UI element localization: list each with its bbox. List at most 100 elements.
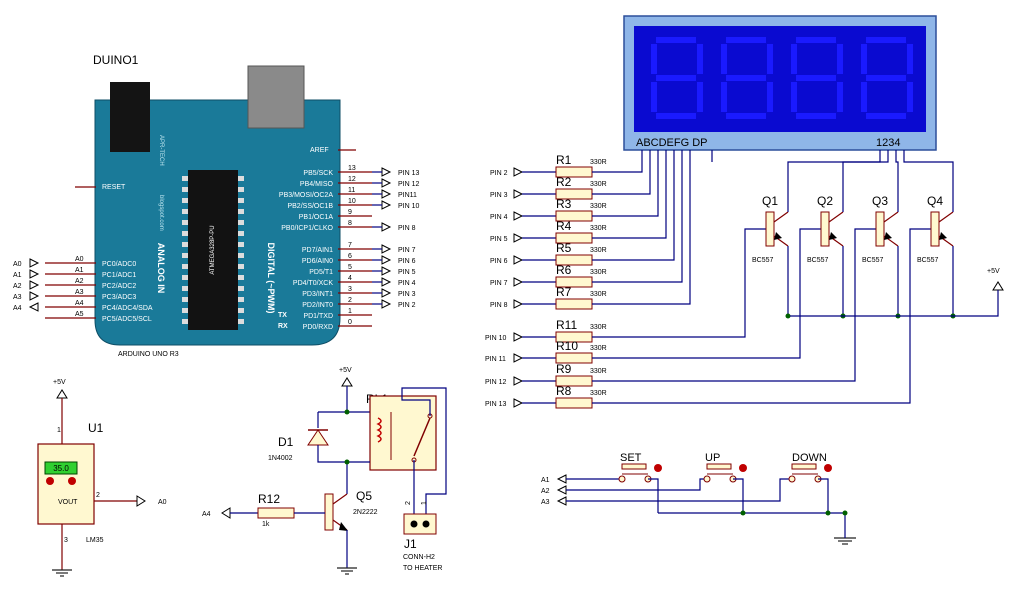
mcu-pin-left	[182, 198, 188, 203]
analog-pin-num: A3	[75, 289, 84, 296]
mcu-pin-right	[238, 220, 244, 225]
junction-dot	[785, 313, 791, 319]
diode-ref: D1	[278, 435, 294, 449]
seg-pin-arrow	[513, 299, 524, 309]
digital-pin-label: PD7/AIN1	[302, 247, 333, 254]
digit-ghost	[651, 37, 703, 119]
transistor-ref: Q2	[817, 194, 833, 208]
digital-pin-label: PB4/MISO	[300, 181, 334, 188]
digital-net-arrow	[381, 299, 392, 309]
seg-pin-label: PIN 4	[490, 214, 508, 221]
chip-text: ATMEGA328P-PU	[210, 225, 216, 274]
vcc-right-label: +5V	[987, 268, 1000, 275]
digit-pins-label: 1234	[876, 137, 900, 149]
sensor-dec-button[interactable]	[46, 477, 54, 485]
digit-ghost	[721, 37, 773, 119]
analog-pin-label: PC1/ADC1	[102, 272, 136, 279]
digit-ghost	[791, 37, 843, 119]
conn-ref: J1	[404, 537, 417, 551]
q5-ref: Q5	[356, 489, 372, 503]
digit-pin-label: PIN 11	[485, 356, 506, 363]
digital-pin-num: 10	[348, 198, 356, 205]
sensor-body	[37, 443, 95, 525]
sensor-type: LM35	[86, 537, 104, 544]
mcu-pin-right	[238, 231, 244, 236]
digit-pin-arrow	[513, 353, 524, 363]
seg-pin-arrow	[513, 255, 524, 265]
digital-pin-label: PD6/AIN0	[302, 258, 333, 265]
digital-net-label: PIN 13	[398, 170, 420, 177]
digital-pin-label: PD5/T1	[309, 269, 333, 276]
mcu-pin-right	[238, 275, 244, 280]
arduino-board: DUINO1 ATMEGA328P-PU APR-TECH blogspot.c…	[13, 53, 420, 358]
analog-pin-num: A0	[75, 256, 84, 263]
sensor-inc-button[interactable]	[68, 477, 76, 485]
conn-pin1: 1	[421, 501, 428, 505]
mcu-pin-left	[182, 242, 188, 247]
button-label: SET	[620, 452, 642, 464]
digital-pin-label: PB2/SS/OC1B	[287, 203, 333, 210]
button-actuator[interactable]	[791, 463, 817, 470]
seg-resistor-ref: R3	[556, 197, 572, 211]
seg-resistor-value: 330R	[590, 291, 607, 298]
digit-pin-arrow	[513, 398, 524, 408]
button-label: DOWN	[792, 452, 827, 464]
digital-pin-num: 4	[348, 275, 352, 282]
base-wire	[592, 228, 876, 382]
mcu-pin-right	[238, 209, 244, 214]
seg-pin-arrow	[513, 233, 524, 243]
transistor-arrow	[884, 232, 892, 240]
seg-pin-arrow	[513, 277, 524, 287]
conn-pin2: 2	[405, 501, 412, 505]
seg-wire	[592, 150, 675, 261]
digital-pin-label: PB3/MOSI/OC2A	[279, 192, 333, 199]
analog-pin-num: A1	[75, 267, 84, 274]
vcc-right: +5V	[790, 268, 1004, 317]
mcu-pin-right	[238, 319, 244, 324]
transistor-ref: Q1	[762, 194, 778, 208]
digital-pin-num: 5	[348, 264, 352, 271]
seg-resistor-value: 330R	[590, 269, 607, 276]
digit-pin-label: PIN 10	[485, 335, 507, 342]
tx-label: TX	[278, 312, 287, 319]
digital-pin-label: PD2/INT0	[302, 302, 333, 309]
mcu-pin-left	[182, 275, 188, 280]
diode-icon	[307, 429, 329, 446]
collector-wire	[903, 150, 954, 212]
buttons-ground-icon	[834, 537, 856, 545]
analog-net-arrow	[29, 269, 40, 279]
base-wire	[592, 228, 766, 338]
sensor-ground-icon	[52, 569, 72, 577]
digital-pin-num: 1	[348, 308, 352, 315]
seg-resistor-ref: R6	[556, 263, 572, 277]
transistor-type: BC557	[917, 257, 939, 264]
digital-net-label: PIN 4	[398, 280, 416, 287]
analog-net-label: A1	[13, 272, 22, 279]
mcu-chip	[188, 170, 238, 330]
button-actuator[interactable]	[621, 463, 647, 470]
r12-body	[257, 507, 295, 519]
digit-ghost	[861, 37, 913, 119]
arduino-name: ARDUINO UNO R3	[118, 351, 179, 358]
vcc-bus	[790, 290, 999, 317]
digital-net-label: PIN 6	[398, 258, 416, 265]
transistor-type: BC557	[862, 257, 884, 264]
digit-resistor-value: 330R	[590, 390, 607, 397]
digital-pin-num: 11	[348, 187, 355, 194]
sensor-out-label: VOUT	[58, 499, 78, 506]
digit-resistor-ref: R11	[556, 318, 577, 332]
button-actuator[interactable]	[706, 463, 732, 470]
seg-wire	[592, 150, 643, 173]
relay-body	[369, 395, 437, 471]
vcc-right-arrow	[992, 281, 1004, 291]
relay-coil	[376, 417, 382, 443]
digital-net-arrow	[381, 266, 392, 276]
seg-pin-label: PIN 3	[490, 192, 508, 199]
transistor-arrow	[774, 232, 782, 240]
sensor-lcd	[44, 461, 78, 475]
digit-pin-arrow	[513, 376, 524, 386]
digital-net-arrow	[381, 189, 392, 199]
transistor-type: BC557	[752, 257, 774, 264]
arduino-ref: DUINO1	[93, 53, 139, 67]
